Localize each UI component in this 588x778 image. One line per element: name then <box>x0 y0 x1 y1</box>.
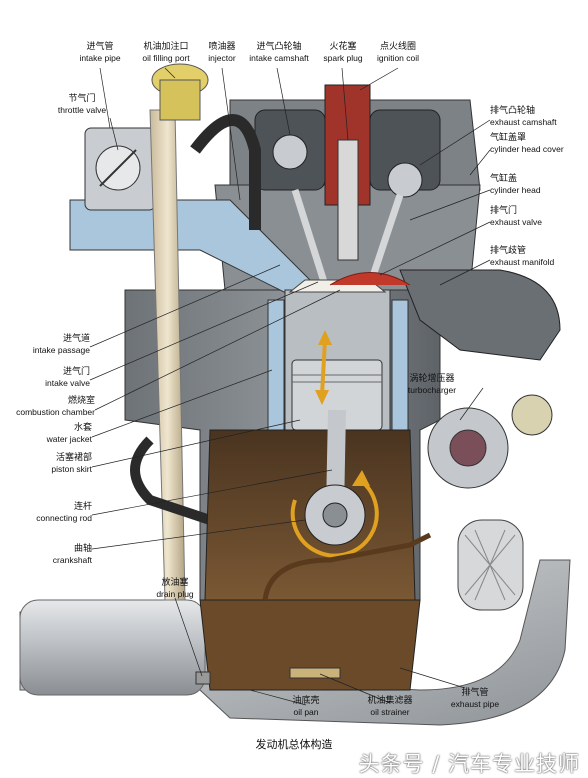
label-water-jacket: 水套 water jacket <box>0 423 92 445</box>
label-combustion-chamber: 燃烧室 combustion chamber <box>0 396 95 418</box>
label-intake-pipe: 进气管 intake pipe <box>70 42 130 64</box>
label-zh: 点火线圈 <box>379 42 416 52</box>
label-zh: 涡轮增压器 <box>409 374 455 384</box>
label-zh: 火花塞 <box>329 42 357 52</box>
label-cylinder-head-cover: 气缸盖罩 cylinder head cover <box>490 133 585 155</box>
label-en: oil pan <box>293 707 319 717</box>
label-zh: 进气门 <box>62 367 90 377</box>
leader-lines <box>89 67 491 706</box>
label-en: exhaust valve <box>490 217 542 227</box>
label-zh: 排气门 <box>490 206 518 216</box>
label-exhaust-manifold: 排气歧管 exhaust manifold <box>490 246 585 268</box>
label-zh: 进气凸轮轴 <box>256 42 302 52</box>
label-en: cylinder head cover <box>490 144 564 154</box>
label-zh: 水套 <box>73 423 92 433</box>
label-zh: 喷油器 <box>208 42 236 52</box>
label-en: spark plug <box>323 53 363 63</box>
label-turbocharger: 涡轮增压器 turbocharger <box>396 374 468 396</box>
label-en: water jacket <box>46 434 92 444</box>
watermark: 头条号 / 汽车专业技师 <box>358 752 580 776</box>
label-exhaust-camshaft: 排气凸轮轴 exhaust camshaft <box>490 106 585 128</box>
label-injector: 喷油器 injector <box>200 42 244 64</box>
label-en: throttle valve <box>57 105 107 115</box>
label-exhaust-pipe: 排气管 exhaust pipe <box>440 688 510 710</box>
label-en: intake valve <box>45 378 90 388</box>
label-piston-skirt: 活塞裙部 piston skirt <box>0 453 92 475</box>
label-en: oil strainer <box>370 707 410 717</box>
label-en: intake passage <box>32 345 90 355</box>
label-en: injector <box>208 53 236 63</box>
label-connecting-rod: 连杆 connecting rod <box>0 502 92 524</box>
label-intake-valve: 进气门 intake valve <box>0 367 90 389</box>
label-en: cylinder head <box>490 185 541 195</box>
label-en: intake pipe <box>79 53 121 63</box>
label-zh: 机油集滤器 <box>367 696 413 706</box>
label-oil-pan: 油底壳 oil pan <box>280 696 332 718</box>
label-en: piston skirt <box>51 464 92 474</box>
label-en: ignition coil <box>376 53 420 63</box>
label-zh: 进气道 <box>62 334 90 344</box>
label-zh: 气缸盖罩 <box>490 133 527 143</box>
label-zh: 排气歧管 <box>490 246 527 256</box>
label-drain-plug: 放油塞 drain plug <box>140 578 210 600</box>
label-intake-camshaft: 进气凸轮轴 intake camshaft <box>244 42 314 64</box>
label-zh: 气缸盖 <box>490 174 518 184</box>
label-spark-plug: 火花塞 spark plug <box>318 42 368 64</box>
label-zh: 排气管 <box>461 688 489 698</box>
spark-plug-shape <box>337 139 359 261</box>
diagram-caption: 发动机总体构造 <box>255 738 333 751</box>
label-zh: 进气管 <box>86 42 114 52</box>
label-exhaust-valve: 排气门 exhaust valve <box>490 206 585 228</box>
label-oil-strainer: 机油集滤器 oil strainer <box>354 696 426 718</box>
label-ignition-coil: 点火线圈 ignition coil <box>368 42 428 64</box>
label-zh: 连杆 <box>73 502 92 512</box>
label-crankshaft: 曲轴 crankshaft <box>0 544 92 566</box>
label-en: exhaust pipe <box>450 699 500 709</box>
label-zh: 曲轴 <box>73 544 92 554</box>
label-en: connecting rod <box>36 513 92 523</box>
label-en: drain plug <box>156 589 194 599</box>
label-en: combustion chamber <box>16 407 95 417</box>
label-intake-passage: 进气道 intake passage <box>0 334 90 356</box>
label-en: intake camshaft <box>249 53 309 63</box>
exhaust-manifold-shape <box>399 269 561 361</box>
label-zh: 排气凸轮轴 <box>490 106 536 116</box>
label-zh: 节气门 <box>68 94 96 104</box>
label-oil-filling-port: 机油加注口 oil filling port <box>130 42 202 64</box>
oil-pan-shape <box>199 599 421 691</box>
label-zh: 放油塞 <box>161 578 189 588</box>
label-zh: 燃烧室 <box>67 396 95 406</box>
label-throttle-valve: 节气门 throttle valve <box>50 94 114 116</box>
oil-strainer-shape <box>289 667 341 679</box>
label-en: crankshaft <box>52 555 92 565</box>
label-zh: 活塞裙部 <box>55 453 92 463</box>
intake-camshaft-shape <box>272 134 308 170</box>
label-en: oil filling port <box>142 53 190 63</box>
label-zh: 机油加注口 <box>143 42 189 52</box>
label-en: exhaust camshaft <box>490 117 557 127</box>
label-en: turbocharger <box>407 385 457 395</box>
muffler-shape <box>19 599 206 696</box>
exhaust-camshaft-shape <box>387 162 423 198</box>
label-zh: 油底壳 <box>292 696 320 706</box>
drain-plug-shape <box>195 671 211 685</box>
label-en: exhaust manifold <box>490 257 555 267</box>
label-cylinder-head: 气缸盖 cylinder head <box>490 174 585 196</box>
